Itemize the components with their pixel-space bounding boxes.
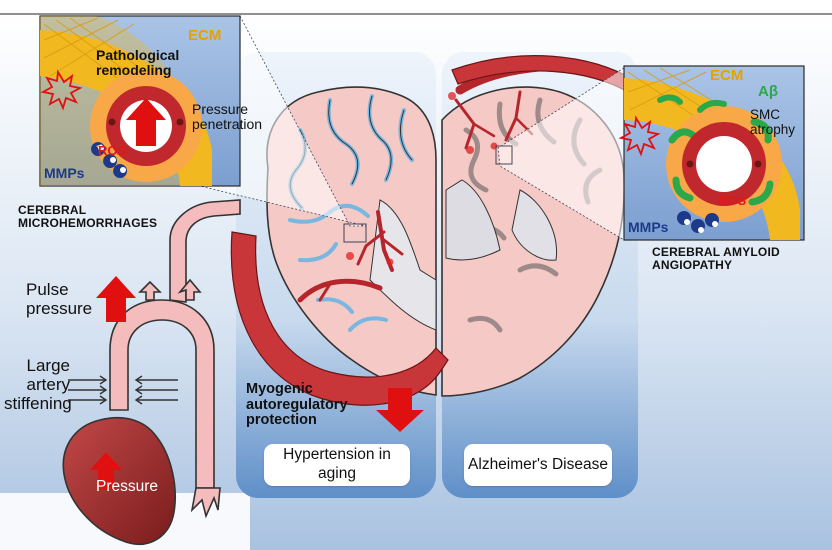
pulse-pressure-label: Pulse pressure: [26, 280, 93, 319]
pressure-penetration-label: Pressure penetration: [192, 101, 263, 133]
pressure-label: Pressure: [96, 478, 159, 495]
abeta-label: Aβ: [758, 83, 778, 100]
large-artery-stiffening-label: Large artery stiffening: [4, 356, 72, 414]
heart: [62, 416, 176, 546]
ros-label-right: ROS: [718, 193, 747, 208]
ecm-label-right: ECM: [710, 67, 744, 84]
cerebral-artery-arc: [230, 231, 449, 406]
mmps-label-left: MMPs: [44, 165, 85, 181]
heart-pressure-arrow: [90, 452, 122, 490]
microhemorrhages-label: CEREBRAL MICROHEMORRHAGES: [18, 203, 158, 231]
pulse-pressure-arrow: [96, 276, 136, 322]
microbleed-spots: [346, 92, 498, 266]
alzheimers-box: Alzheimer's Disease: [464, 444, 612, 486]
myogenic-down-arrow: [376, 388, 424, 432]
myogenic-protection-label: Myogenic autoregulatory protection: [246, 381, 348, 429]
inset-right: [618, 65, 805, 241]
ros-label-left: ROS: [98, 143, 127, 158]
stiffening-arrows: [68, 375, 178, 405]
zoom-box-left: [343, 223, 367, 243]
hypertension-box: Hypertension in aging: [264, 444, 410, 486]
smc-atrophy-label: SMC atrophy: [750, 107, 796, 137]
ecm-label-left: ECM: [188, 27, 222, 44]
zoom-box-right: [495, 145, 513, 165]
amyloid-angiopathy-label: CEREBRAL AMYLOID ANGIOPATHY: [652, 245, 780, 273]
inset-left: [39, 15, 241, 187]
pathological-remodeling-label: Pathological remodeling: [96, 47, 180, 79]
mmps-label-right: MMPs: [628, 219, 669, 235]
